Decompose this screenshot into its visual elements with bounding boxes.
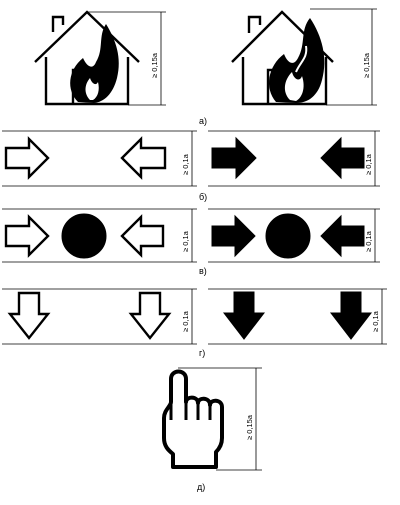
frame-right: [208, 130, 380, 187]
frame-left: [2, 130, 197, 187]
arrow-icon: [7, 291, 51, 340]
dimension-label: ≥ 0,15a: [245, 414, 254, 440]
house-with-flame-icon: [34, 10, 140, 106]
arrow-icon: [211, 214, 256, 258]
dimension-label: ≥ 0,1a: [371, 310, 380, 332]
dimension-label: ≥ 0,1a: [364, 153, 373, 175]
caption-b: б): [199, 192, 207, 202]
circle-icon: [265, 213, 311, 259]
caption-a: а): [199, 116, 207, 126]
dimension-label: ≥ 0,15a: [150, 52, 159, 78]
arrow-icon: [4, 136, 50, 180]
arrow-icon: [222, 291, 266, 340]
dimension-line: [178, 367, 262, 471]
dimension-label: ≥ 0,1a: [364, 230, 373, 252]
row-g: ≥ 0,1a ≥ 0,1a г): [2, 288, 387, 358]
caption-d: д): [197, 482, 205, 492]
dimension-label: ≥ 0,1a: [181, 230, 190, 252]
frame-left: [2, 288, 197, 345]
house-with-flame-solid-icon: [231, 10, 334, 106]
frame-left: [2, 208, 197, 263]
frame-right: [208, 288, 387, 345]
arrow-icon: [211, 136, 257, 180]
caption-v: в): [199, 266, 207, 276]
dimension-line: [88, 11, 166, 106]
pointing-hand-icon: [162, 369, 224, 469]
frame-right: [208, 208, 380, 263]
dimension-label: ≥ 0,1a: [181, 310, 190, 332]
dimension-line: [310, 8, 377, 106]
caption-g: г): [199, 348, 205, 358]
dimension-label: ≥ 0,15a: [362, 52, 371, 78]
row-v: ≥ 0,1a ≥ 0,1a в): [2, 208, 380, 276]
arrow-icon: [329, 291, 373, 340]
row-b: ≥ 0,1a ≥ 0,1a б): [2, 130, 380, 202]
row-d: ≥ 0,15a д): [162, 367, 262, 492]
circle-icon: [61, 213, 107, 259]
arrow-icon: [320, 136, 365, 180]
row-a: ≥ 0,15a ≥ 0,15a а): [34, 8, 377, 126]
arrow-icon: [320, 214, 365, 258]
dimension-label: ≥ 0,1a: [181, 153, 190, 175]
arrow-icon: [120, 214, 165, 258]
arrow-icon: [128, 291, 172, 340]
arrow-icon: [120, 136, 167, 180]
arrow-icon: [4, 214, 50, 258]
